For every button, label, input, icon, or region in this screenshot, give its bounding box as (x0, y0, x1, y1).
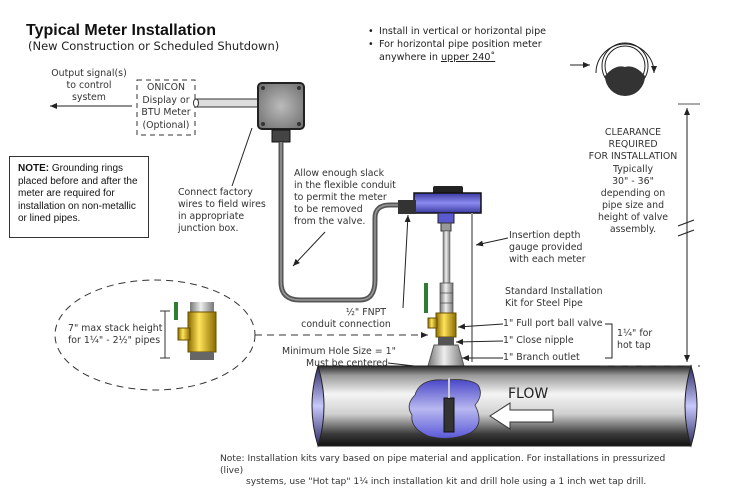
ball-valve-assembly (424, 283, 465, 367)
signal-cable (195, 98, 259, 108)
branch-outlet-callout: 1" Branch outlet (503, 352, 580, 363)
bullet-item-cont: anywhere in upper 240˚ (379, 52, 496, 63)
flow-meter (398, 186, 482, 362)
flow-arrow (489, 402, 554, 430)
orientation-icon (570, 42, 657, 96)
grounding-note: NOTE: Grounding rings placed before and … (9, 156, 149, 238)
bullet-item: For horizontal pipe position meter (368, 38, 546, 51)
footer-note: Note: Installation kits vary based on pi… (220, 454, 666, 487)
flow-label: FLOW (508, 386, 549, 402)
hole-size-callout: Minimum Hole Size = 1"Must be centered (282, 346, 396, 369)
bullet-item: Install in vertical or horizontal pipe (368, 25, 546, 38)
page-title: Typical Meter Installation (26, 22, 216, 39)
pipe (311, 364, 698, 448)
page-subtitle: (New Construction or Scheduled Shutdown) (28, 39, 280, 53)
installation-bullets: Install in vertical or horizontal pipe F… (368, 25, 546, 64)
nipple-callout: 1" Close nipple (503, 335, 574, 346)
display-box-outline (136, 79, 196, 136)
junction-box (257, 82, 305, 143)
hot-tap-bracket (605, 323, 613, 359)
ball-valve-callout: 1" Full port ball valve (503, 318, 603, 329)
detail-valve-icon (174, 302, 217, 360)
